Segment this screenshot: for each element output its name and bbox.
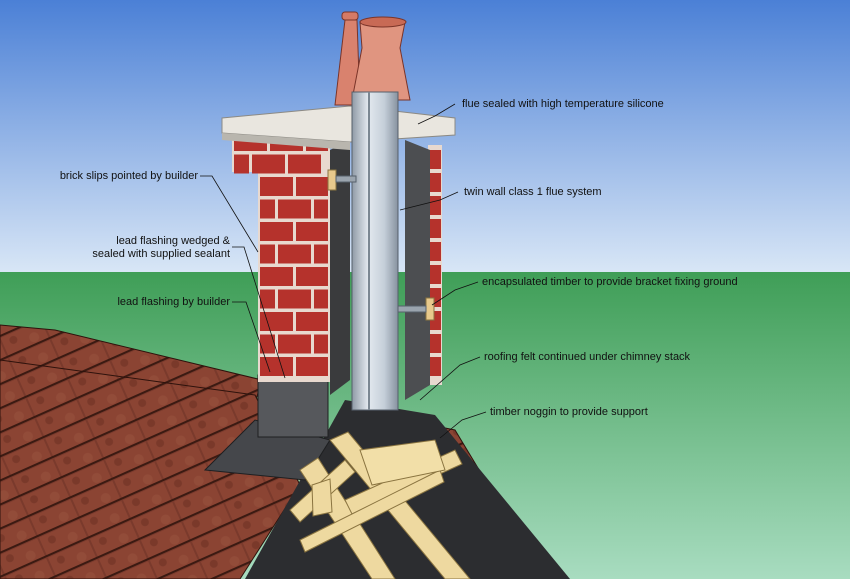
label-roofing-felt: roofing felt continued under chimney sta…	[484, 351, 691, 363]
chimney-cap-shadow	[222, 133, 350, 150]
brick	[314, 289, 328, 309]
brick	[260, 289, 275, 309]
brick	[234, 154, 249, 174]
label-timber-noggin: timber noggin to provide support	[490, 406, 648, 418]
brick	[260, 222, 293, 241]
flue-inner-line	[368, 92, 370, 410]
brick	[430, 219, 441, 238]
brick	[260, 334, 275, 354]
brick	[430, 288, 441, 307]
brick	[252, 154, 285, 174]
brick	[260, 199, 275, 219]
brick	[288, 154, 321, 174]
roof-tiles-left	[0, 359, 301, 579]
brick	[430, 265, 441, 284]
brick	[296, 357, 328, 376]
brick	[296, 267, 328, 286]
label-lead-wedged-line2: sealed with supplied sealant	[92, 248, 230, 260]
brick	[430, 150, 441, 169]
brick	[430, 173, 441, 192]
label-lead-wedged-line1: lead flashing wedged &	[116, 235, 230, 247]
brick	[260, 357, 293, 376]
encapsulated-timber-bracket	[397, 297, 435, 321]
flue-bracket-upper	[327, 169, 357, 191]
brick	[314, 199, 328, 219]
brick	[430, 334, 441, 353]
brick	[296, 222, 328, 241]
brick	[296, 177, 328, 196]
label-twin-wall-flue: twin wall class 1 flue system	[464, 186, 602, 198]
brick	[260, 312, 293, 331]
timber-rafters	[289, 431, 471, 579]
brick	[260, 244, 275, 264]
label-brick-slips: brick slips pointed by builder	[59, 170, 198, 182]
brick-chimney-stack	[232, 130, 442, 400]
brick	[260, 177, 293, 196]
lead-flashing-front	[257, 374, 329, 438]
brick	[314, 244, 328, 264]
brick	[278, 199, 311, 219]
brick	[430, 242, 441, 261]
brick	[278, 244, 311, 264]
brick	[260, 267, 293, 286]
brick	[430, 357, 441, 376]
label-lead-flashing-by-builder: lead flashing by builder	[117, 296, 230, 308]
leader-lines	[200, 103, 487, 439]
brick	[314, 334, 328, 354]
chimney-pot	[334, 11, 411, 106]
timber-noggin	[359, 439, 446, 486]
brick	[296, 312, 328, 331]
label-encapsulated-timber: encapsulated timber to provide bracket f…	[482, 276, 738, 288]
brick	[430, 196, 441, 215]
brick	[278, 289, 311, 309]
twin-wall-flue	[351, 91, 399, 411]
brick	[278, 334, 311, 354]
brick	[430, 311, 441, 330]
label-flue-sealed: flue sealed with high temperature silico…	[462, 98, 664, 110]
